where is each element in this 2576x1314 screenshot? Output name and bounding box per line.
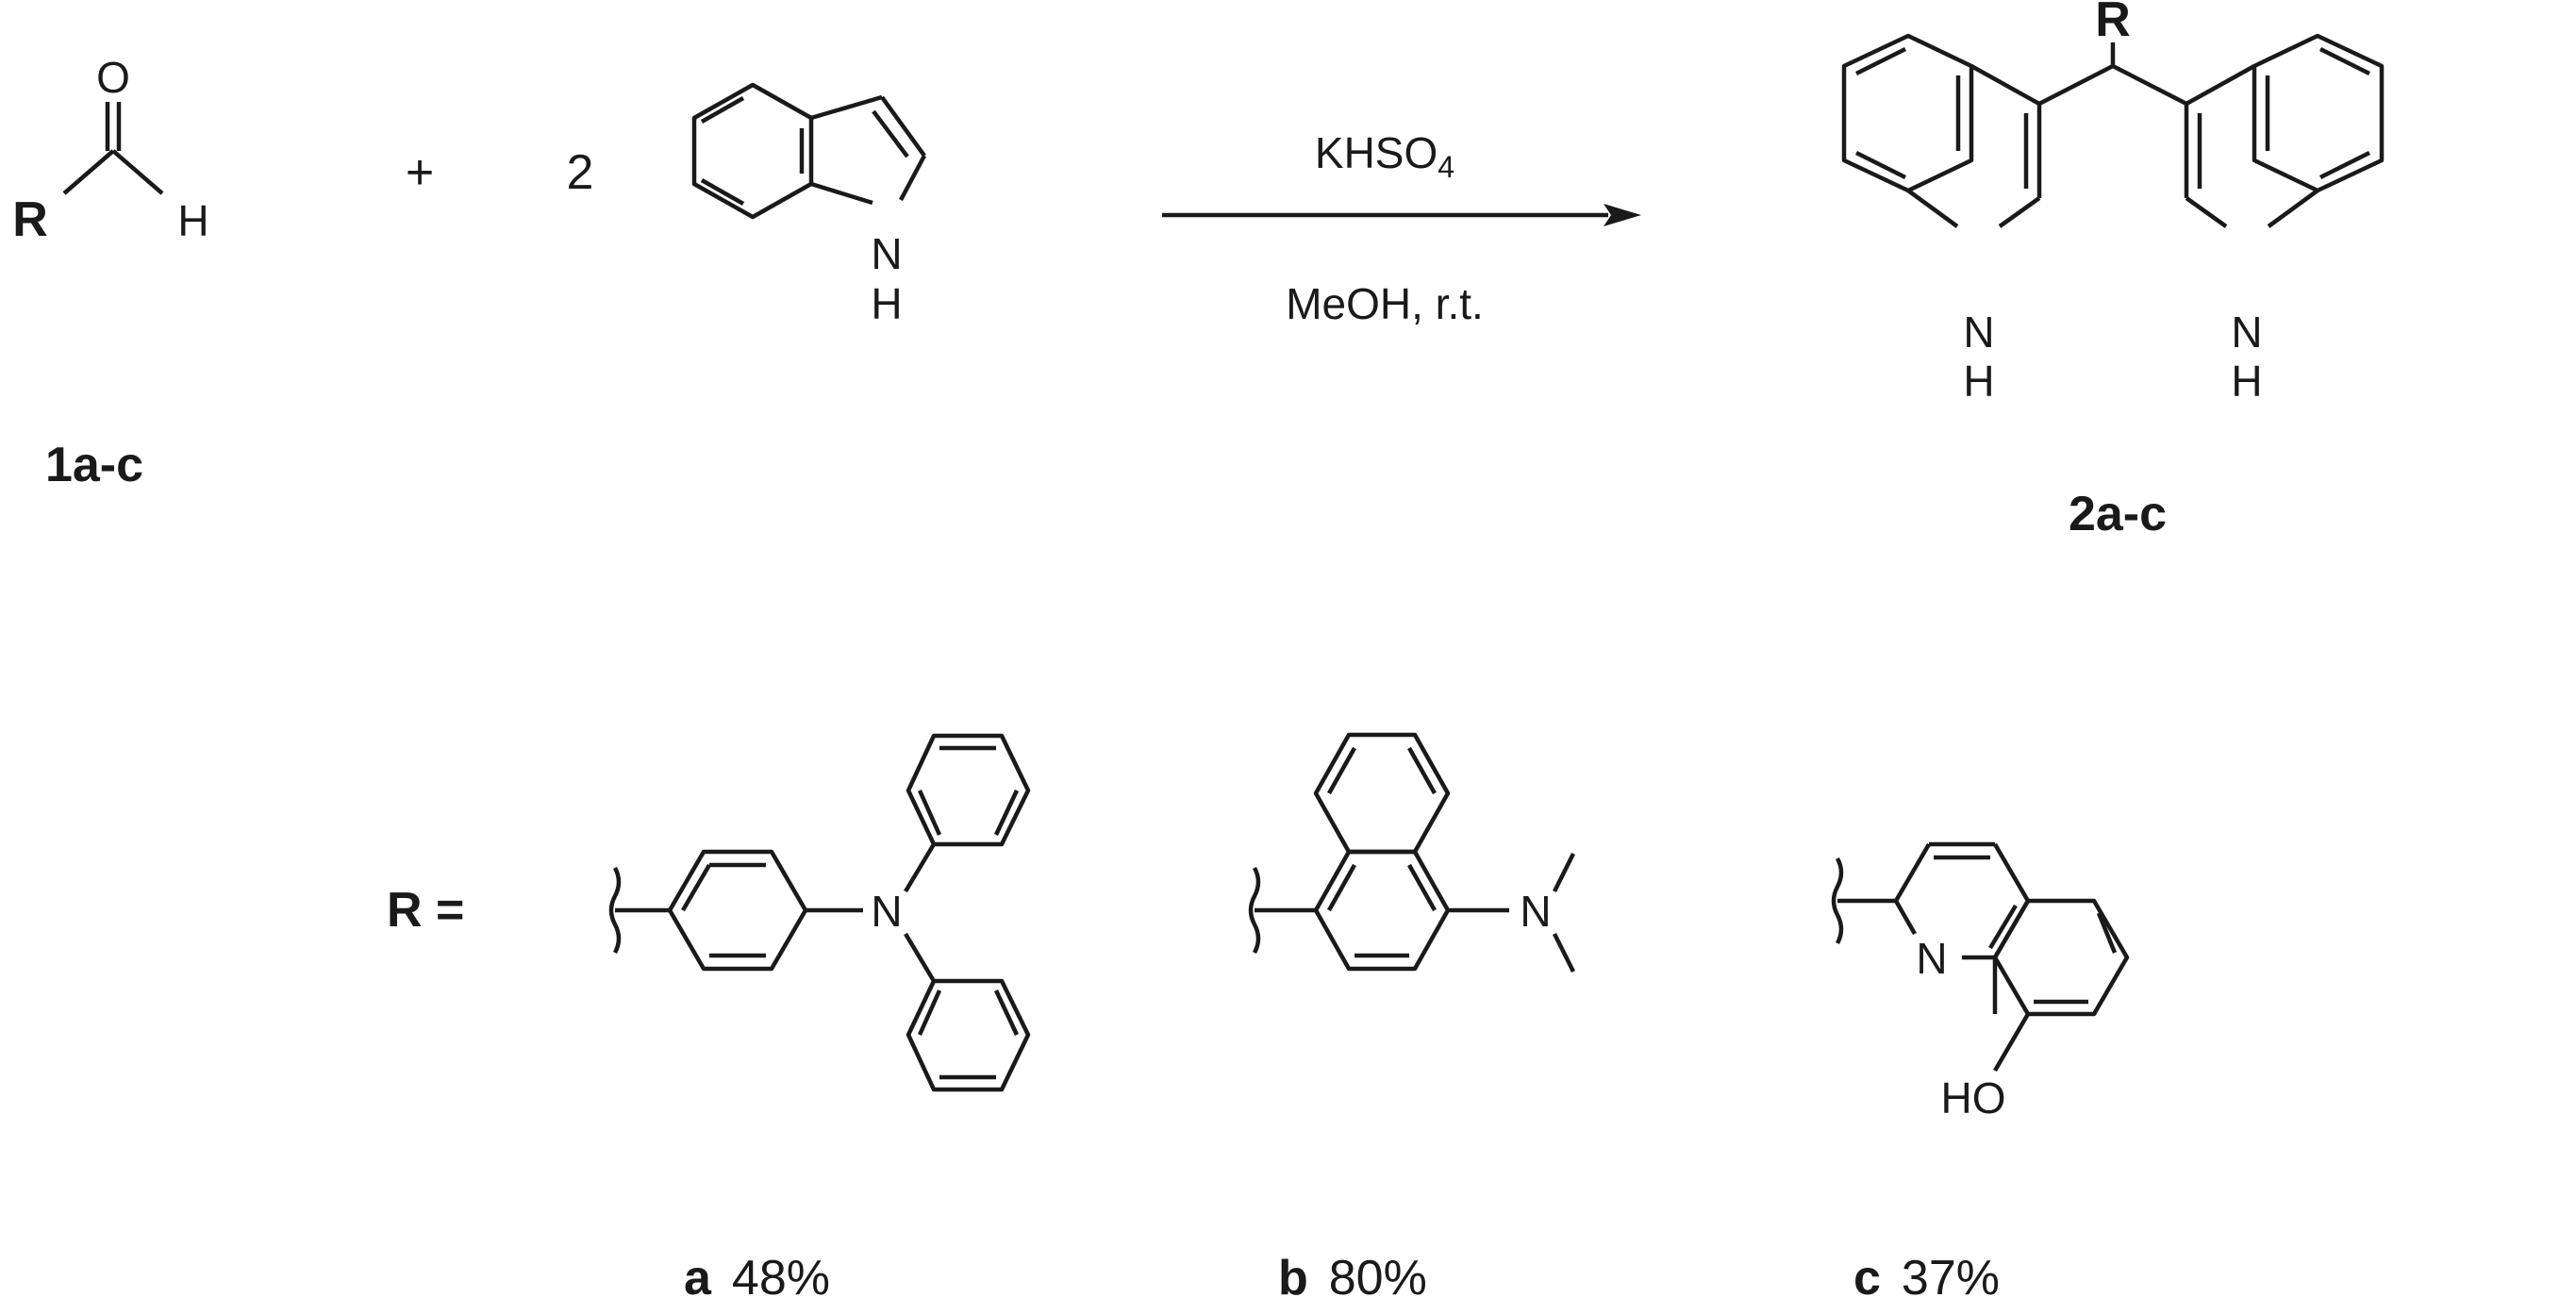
substituent-a-nitrogen-label: N <box>871 887 902 936</box>
reactant-1-label: 1a-c <box>45 438 143 492</box>
aldehyde-r-group-label: R <box>12 192 48 247</box>
aldehyde-hydrogen-label: H <box>177 196 208 245</box>
substituent-c-nitrogen-label: N <box>1916 934 1947 983</box>
plus-sign: + <box>406 145 434 200</box>
substituent-c-structure: N HO <box>1831 841 2130 1123</box>
substituent-c-letter: c <box>1853 1251 1881 1306</box>
substituent-a-letter: a <box>684 1251 712 1306</box>
reagent-subscript: 4 <box>1438 150 1454 184</box>
stoichiometric-coefficient: 2 <box>567 145 594 200</box>
substituent-b-structure: N <box>1248 732 1576 973</box>
product-r-group-label: R <box>2095 0 2131 47</box>
indole-structure: N H <box>691 82 926 328</box>
product-label: 2a-c <box>2069 487 2167 541</box>
substituent-b-letter: b <box>1278 1251 1308 1306</box>
product-left-hydrogen-label: H <box>1963 357 1994 406</box>
substituent-b-nitrogen-label: N <box>1520 887 1551 936</box>
product-right-nitrogen-label: N <box>2231 308 2262 357</box>
substituent-c-hydroxyl-label: HO <box>1941 1073 2006 1123</box>
aldehyde-structure: O H R <box>12 53 208 247</box>
product-structure: R N H N H <box>1841 0 2385 406</box>
indole-hydrogen-label: H <box>871 279 902 328</box>
reagent-label: KHSO4 <box>1315 128 1454 184</box>
product-left-nitrogen-label: N <box>1963 308 1994 357</box>
aldehyde-oxygen-label: O <box>96 53 130 102</box>
r-equals-label: R = <box>387 883 464 938</box>
indole-nitrogen-label: N <box>871 229 902 278</box>
substituent-a-structure: N <box>608 733 1031 1092</box>
solvent-temperature-label: MeOH, r.t. <box>1286 279 1484 328</box>
reaction-arrow <box>1162 204 1641 226</box>
product-right-hydrogen-label: H <box>2231 357 2262 406</box>
